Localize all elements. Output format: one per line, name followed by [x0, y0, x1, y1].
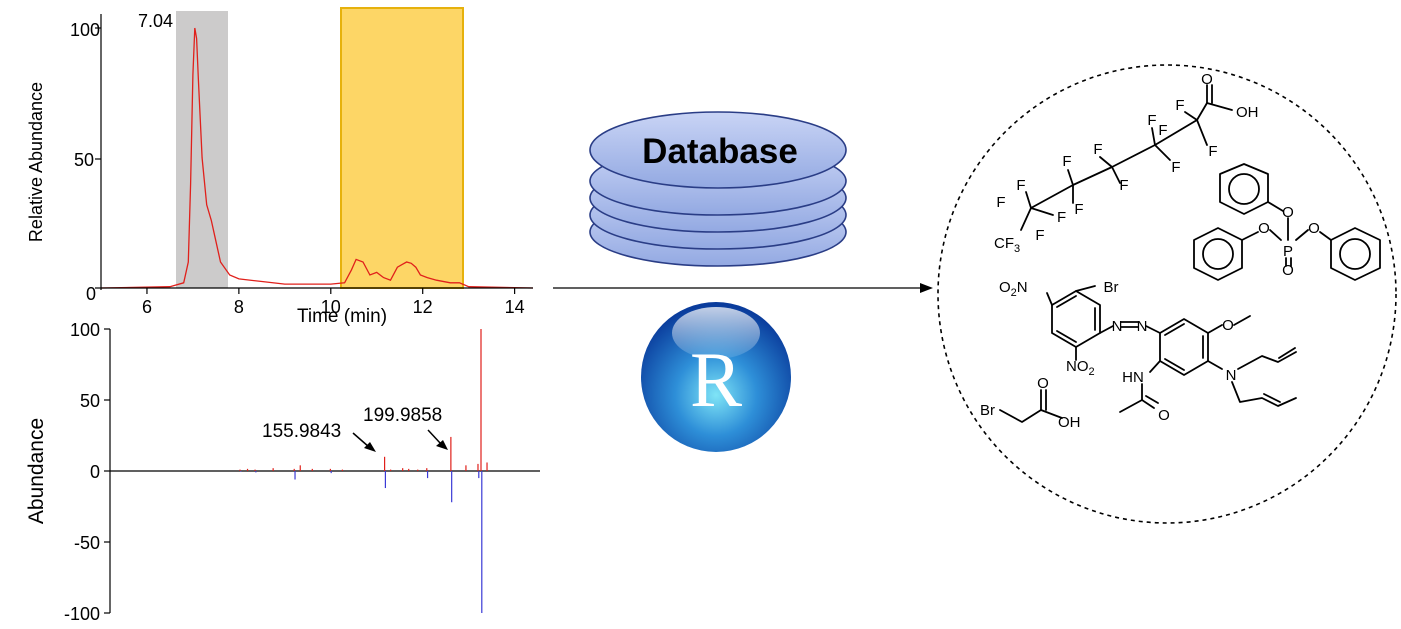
chromatogram-x-ticks: 6 8 10 12 14: [142, 288, 525, 317]
atom-label: HN: [1122, 369, 1144, 386]
y-tick-label: 0: [90, 462, 100, 482]
bromoacetic-acid-structure: Br O OH: [980, 375, 1081, 431]
database-icon: [589, 111, 847, 267]
atom-label: F: [1158, 122, 1167, 139]
spectrum-y-ticks: 100 50 0 -50 -100: [64, 320, 110, 624]
annotation-arrow: [352, 432, 376, 452]
atom-label: F: [1074, 201, 1083, 218]
annotation-199-9858: 199.9858: [363, 405, 442, 426]
database-label: Database: [642, 132, 798, 171]
atom-label: F: [1016, 177, 1025, 194]
y-tick-label: 100: [70, 320, 100, 340]
atom-label: Br: [980, 402, 995, 419]
chromatogram-y-ticks: 0 50 100: [70, 20, 101, 304]
workflow-arrow: [553, 283, 933, 293]
x-tick-label: 12: [413, 297, 433, 317]
peak-label: 7.04: [138, 11, 173, 31]
x-tick-label: 14: [505, 297, 525, 317]
atom-label: F: [1062, 153, 1071, 170]
atom-label: O2N: [999, 279, 1028, 299]
atom-label: O: [1282, 204, 1294, 221]
chromatogram: 0 50 100 6 8 10 12 14 Relative Abundance Tim…: [26, 7, 534, 327]
atom-label: N: [1112, 318, 1123, 335]
azo-dye-structure: O2N Br NO2 N N O N HN O: [999, 279, 1297, 424]
yellow-highlight-band: [340, 7, 464, 289]
atom-label: F: [996, 194, 1005, 211]
atom-label: Br: [1104, 279, 1119, 296]
annotation-155-9843: 155.9843: [262, 421, 341, 442]
atom-label: OH: [1236, 104, 1259, 121]
spectrum-y-label: Abundance: [25, 418, 48, 524]
atom-label: F: [1147, 112, 1156, 129]
atom-label: O: [1158, 407, 1170, 424]
atom-label: O: [1282, 262, 1294, 279]
spectrum-peaks: [239, 329, 488, 613]
chromatogram-y-label: Relative Abundance: [26, 82, 46, 242]
r-logo-letter: R: [690, 336, 742, 423]
y-tick-label: 50: [80, 391, 100, 411]
atom-label: N: [1226, 367, 1237, 384]
x-tick-label: 6: [142, 297, 152, 317]
mass-spectrum: 100 50 0 -50 -100 Abundance 155.9843 199…: [25, 320, 540, 624]
atom-label: F: [1119, 177, 1128, 194]
pfoa-structure: O OH F F F F F F F F F F F F F CF3: [994, 71, 1259, 255]
atom-label: F: [1171, 159, 1180, 176]
atom-label: F: [1057, 209, 1066, 226]
y-tick-label: -100: [64, 604, 100, 624]
x-tick-label: 8: [234, 297, 244, 317]
atom-label: O: [1037, 375, 1049, 392]
atom-label: CF3: [994, 235, 1020, 255]
atom-label: N: [1137, 318, 1148, 335]
atom-label: O: [1201, 71, 1213, 88]
y-tick-label: -50: [74, 533, 100, 553]
atom-label: NO2: [1066, 358, 1095, 378]
chromatogram-trace: [100, 27, 534, 289]
atom-label: O: [1308, 220, 1320, 237]
y-tick-label: 100: [70, 20, 100, 40]
atom-label: F: [1208, 143, 1217, 160]
atom-label: P: [1283, 243, 1293, 260]
atom-label: F: [1035, 227, 1044, 244]
y-tick-label: 50: [74, 150, 94, 170]
structures-circle: [937, 64, 1397, 524]
atom-label: OH: [1058, 414, 1081, 431]
atom-label: O: [1258, 220, 1270, 237]
y-tick-label: 0: [86, 284, 96, 304]
atom-label: F: [1175, 97, 1184, 114]
atom-label: F: [1093, 141, 1102, 158]
annotation-arrow: [427, 429, 448, 450]
r-logo-icon: R: [641, 302, 791, 452]
x-tick-label: 10: [321, 297, 341, 317]
chromatogram-x-label: Time (min): [297, 306, 387, 327]
triphenyl-phosphate-structure: O O O P O: [1193, 163, 1381, 281]
atom-label: O: [1222, 317, 1234, 334]
